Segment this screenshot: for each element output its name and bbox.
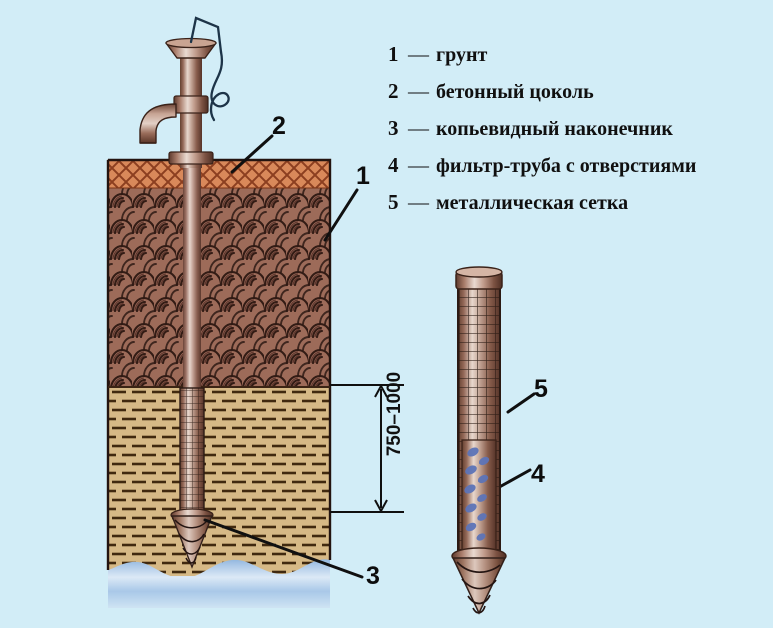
pump-mid-coupling	[173, 95, 209, 114]
dimension-arrow-down	[374, 499, 388, 514]
callout-number-2: 2	[272, 112, 286, 140]
legend-label-1: грунт	[436, 44, 488, 66]
leader-line-1	[323, 188, 359, 242]
legend-number-5: 5	[388, 190, 399, 214]
pump-spout	[139, 103, 177, 144]
dimension-label: 750–1000	[384, 371, 405, 457]
detail-top-cap	[455, 266, 503, 290]
dimension-arrow-up	[374, 383, 388, 398]
legend-label-2: бетонный цоколь	[436, 81, 594, 103]
legend: 1 — грунт 2 — бетонный цоколь 3 — копьев…	[388, 42, 768, 227]
leader-lines	[203, 134, 536, 579]
well-pipe-assembly	[139, 16, 230, 569]
callout-number-5: 5	[534, 375, 548, 403]
detail-perforated-pipe	[461, 439, 497, 554]
legend-dash-3: —	[408, 116, 429, 140]
leader-line-5	[506, 392, 536, 414]
leader-line-3	[203, 518, 364, 579]
legend-item-4: 4 — фильтр-труба с отверстиями	[388, 153, 768, 190]
well-tip-spiral	[174, 519, 207, 564]
legend-item-1: 1 — грунт	[388, 42, 768, 79]
legend-label-3: копьевидный наконечник	[436, 118, 673, 140]
legend-item-3: 3 — копьевидный наконечник	[388, 116, 768, 153]
filter-detail-illustration	[451, 266, 507, 615]
well-riser-buried	[183, 168, 201, 390]
legend-number-3: 3	[388, 116, 399, 140]
callout-number-1: 1	[356, 162, 370, 190]
legend-number-2: 2	[388, 79, 399, 103]
callout-number-4: 4	[531, 460, 545, 488]
callout-number-3: 3	[366, 562, 380, 590]
legend-label-5: металлическая сетка	[436, 192, 629, 214]
dimension-750-1000	[330, 383, 404, 514]
well-filter-section	[179, 387, 205, 513]
sand-layer	[108, 388, 330, 576]
legend-dash-1: —	[408, 42, 429, 66]
detail-tip-spiral	[456, 561, 501, 614]
legend-item-2: 2 — бетонный цоколь	[388, 79, 768, 116]
pump-lever-handle	[189, 16, 230, 122]
legend-item-5: 5 — металлическая сетка	[388, 190, 768, 227]
legend-dash-2: —	[408, 79, 429, 103]
legend-dash-5: —	[408, 190, 429, 214]
topsoil-layer	[108, 186, 330, 388]
pump-base-flange	[168, 151, 214, 165]
legend-label-4: фильтр-труба с отверстиями	[436, 155, 697, 177]
concrete-plinth	[107, 159, 331, 189]
legend-dash-4: —	[408, 153, 429, 177]
legend-number-1: 1	[388, 42, 399, 66]
ground-block	[106, 158, 332, 608]
leader-line-2	[230, 134, 274, 174]
legend-number-4: 4	[388, 153, 399, 177]
detail-filter-holes	[464, 447, 490, 541]
